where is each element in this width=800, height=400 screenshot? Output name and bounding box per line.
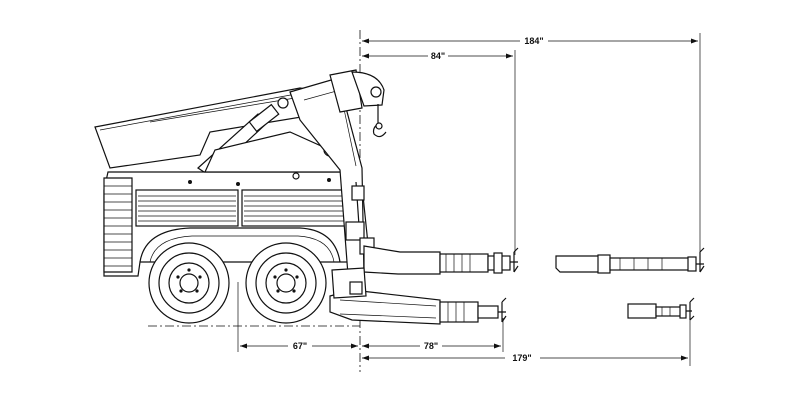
dim-label-bottom-overall: 179" bbox=[512, 353, 531, 363]
upper-boom-retracted bbox=[363, 245, 519, 275]
dimension-lines bbox=[148, 30, 701, 372]
dim-label-bottom-rear: 67" bbox=[293, 341, 307, 351]
rear-wheel-2 bbox=[245, 242, 327, 324]
lower-underlift bbox=[329, 267, 507, 325]
rear-wheel-1 bbox=[148, 242, 230, 324]
dim-label-top-boom: 84" bbox=[431, 51, 445, 61]
dim-label-bottom-lower-boom: 78" bbox=[424, 341, 438, 351]
dim-label-top-overall: 184" bbox=[524, 36, 543, 46]
boom-tower bbox=[289, 69, 387, 276]
upper-boom-extended bbox=[555, 247, 705, 274]
lower-underlift-extended bbox=[627, 297, 695, 321]
